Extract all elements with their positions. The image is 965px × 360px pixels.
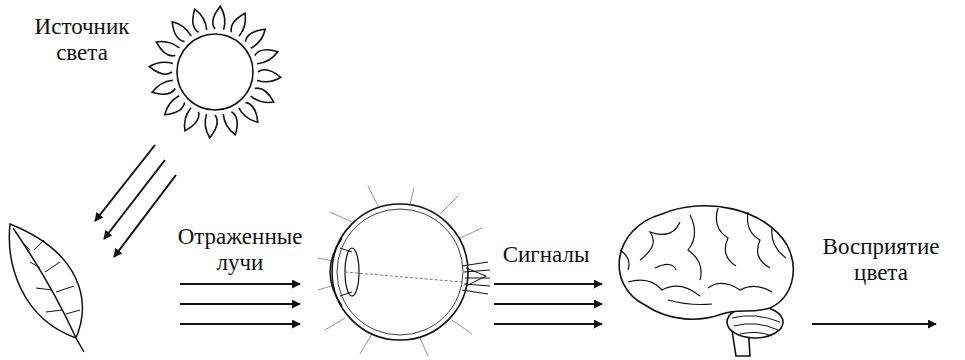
signal-arrows: [494, 284, 602, 324]
retina: [337, 209, 463, 335]
optic-nerve: [462, 262, 490, 294]
sun-ray: [172, 22, 191, 42]
ray-arrow: [104, 160, 165, 239]
muscle-line: [440, 196, 458, 214]
sun-icon: [149, 6, 281, 138]
ray-arrow: [180, 283, 300, 285]
sun-ray: [255, 50, 278, 64]
gyrus: [620, 250, 712, 305]
gyrus: [716, 208, 736, 266]
eye-icon: [318, 186, 490, 356]
gyrus: [772, 228, 786, 258]
gyrus: [748, 212, 771, 268]
brain-icon: [619, 206, 793, 356]
eye-muscles: [318, 186, 482, 356]
ray-arrow: [180, 303, 300, 305]
sun-ray: [165, 96, 185, 115]
muscle-line: [420, 338, 428, 356]
gyrus: [640, 222, 680, 260]
sun-ray: [231, 13, 245, 36]
sun-ray: [251, 88, 274, 102]
leaf-icon: [9, 224, 84, 352]
cerebrum: [619, 206, 793, 319]
caption-label: Восприятие цвета: [802, 234, 960, 286]
sun-ray: [185, 108, 199, 131]
muscle-line: [452, 320, 472, 334]
perception-arrow: [812, 323, 936, 325]
sun-disc: [177, 34, 253, 110]
gyrus: [655, 264, 772, 292]
caption-label: Сигналы: [481, 242, 611, 268]
gyrus: [688, 215, 701, 280]
caption-label: Источник света: [15, 14, 150, 66]
sun-ray: [149, 62, 173, 74]
incident-rays: [95, 145, 176, 257]
brain-gyri: [620, 208, 786, 305]
signal-arrow: [494, 303, 602, 305]
leaf-midrib: [13, 228, 76, 338]
sun-ray: [156, 42, 179, 56]
muscle-line: [460, 228, 482, 238]
leaf-veins: [24, 240, 80, 314]
sun-ray: [245, 29, 265, 48]
caption-label: Отраженные лучи: [153, 224, 328, 276]
sun-ray: [152, 80, 175, 94]
sun-ray: [257, 70, 281, 82]
reflected-rays: [180, 284, 300, 324]
signal-arrow: [494, 323, 602, 325]
ray-arrow: [180, 323, 300, 325]
sun-ray: [205, 114, 217, 138]
leaf-outline: [9, 224, 84, 352]
gyrus: [628, 280, 700, 296]
muscle-line: [368, 186, 378, 206]
sun-ray: [223, 112, 237, 135]
muscle-line: [330, 212, 352, 222]
sun-ray: [239, 102, 258, 122]
cerebellum-folds: [732, 316, 780, 336]
sun-ray: [193, 9, 207, 32]
optical-axis: [345, 272, 462, 282]
ray-arrow: [114, 175, 176, 257]
nerve-fibres: [462, 262, 490, 294]
sun-ray: [213, 6, 225, 30]
muscle-line: [410, 188, 414, 204]
eyeball: [332, 204, 468, 340]
muscle-line: [325, 318, 345, 330]
muscle-line: [360, 334, 372, 354]
signal-arrow: [494, 283, 602, 285]
